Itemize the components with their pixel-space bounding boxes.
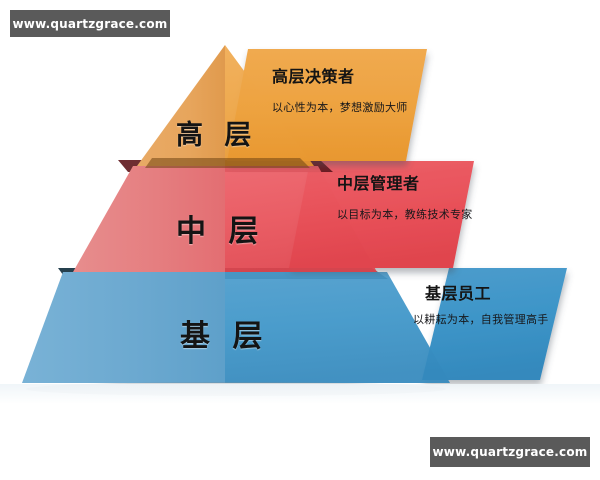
tier-label-top: 高 层 [176,120,258,151]
pyramid-tier-top[interactable] [137,45,427,168]
callout-subtitle-top: 以心性为本，梦想激励大师 [272,101,408,114]
tier-face-top-right [225,45,314,166]
callout-title-bottom: 基层员工 [425,284,492,303]
pyramid-tier-middle[interactable] [73,160,474,272]
pyramid-tier-bottom[interactable] [22,268,567,396]
tier-face-middle-right [225,166,377,272]
tier-label-middle: 中 层 [176,214,265,249]
callout-title-middle: 中层管理者 [337,174,420,193]
tier-face-middle-left [73,166,225,272]
callout-panel-bottom[interactable] [422,268,567,380]
tier-shadow-top [145,158,310,168]
callout-subtitle-middle: 以目标为本，教练技术专家 [337,208,473,221]
tier-face-bottom-right [225,272,450,383]
callout-subtitle-bottom: 以耕耘为本，自我管理高手 [413,313,549,326]
callout-title-top: 高层决策者 [272,67,355,86]
tier-label-bottom: 基 层 [180,319,269,354]
tier-face-bottom-left [22,272,225,383]
watermark-top: www.quartzgrace.com [10,10,170,37]
watermark-bottom: www.quartzgrace.com [430,437,590,467]
floor-surface [0,384,600,404]
tier-face-top-left [137,45,225,166]
